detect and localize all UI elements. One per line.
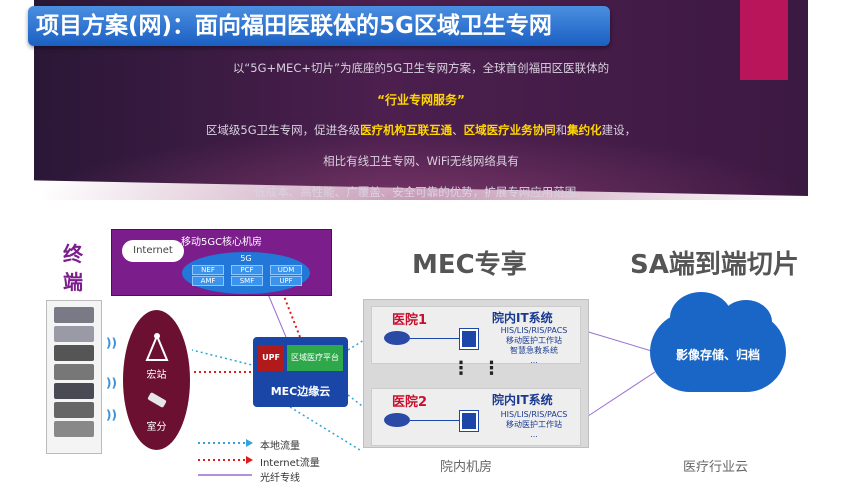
local-flow-room <box>289 406 361 451</box>
banner-line-3-part3: 和 <box>555 123 568 137</box>
system-item: HIS/LIS/RIS/PACS <box>500 410 568 419</box>
page-title: 项目方案(网)：面向福田医联体的5G区域卫生专网 <box>28 6 610 46</box>
room-label: 院内机房 <box>440 460 493 475</box>
banner-line-5: 低成本、高性能、广覆盖、安全可靠的优势，扩展专网应用范围。 <box>254 185 588 199</box>
hospital-1-it: 院内IT系统 <box>492 311 553 325</box>
cloud-text: 影像存储、归档 <box>675 348 760 362</box>
terminal-device-icon <box>54 421 94 437</box>
router-icon <box>384 413 410 427</box>
terminal-device-icon <box>54 326 94 342</box>
nf-amf: AMF <box>192 276 224 286</box>
internet-cloud: Internet <box>122 240 184 262</box>
system-item: 智慧急救系统 <box>510 346 558 355</box>
terminal-device-icon <box>54 364 94 380</box>
wireless-wave-icon: )) <box>106 376 117 390</box>
legend-fiber-label: 光纤专线 <box>260 473 300 484</box>
legend: 本地流量 Internet流量 光纤专线 <box>196 436 356 484</box>
hospital-2-systems: HIS/LIS/RIS/PACS 移动医护工作站 ... <box>488 410 580 440</box>
system-item: ... <box>530 430 538 439</box>
terminal-devices <box>46 300 102 454</box>
heading-mec: MEC专享 <box>412 250 527 280</box>
link-line <box>410 420 460 421</box>
5g-label: 5G <box>240 254 252 263</box>
banner-line-3-part2: 、 <box>452 123 464 137</box>
hospital-2: 医院2 院内IT系统 HIS/LIS/RIS/PACS 移动医护工作站 ... <box>371 388 581 446</box>
terminal-label: 终端 <box>63 242 83 294</box>
fiber-hospital-1-to-cloud <box>581 329 656 353</box>
banner-glow <box>34 130 808 200</box>
banner-line-4: 相比有线卫生专网、WiFi无线网络具有 <box>323 154 519 168</box>
fiber-hospital-2-to-cloud <box>581 371 656 421</box>
5gc-ellipse: 5G NEF PCF UDM AMF SMF UPF <box>182 252 310 294</box>
mec-edge-cloud: UPF 区域医疗平台 MEC边缘云 <box>253 337 348 407</box>
arrow-icon <box>246 456 253 464</box>
arrow-icon <box>246 439 253 447</box>
cloud-label: 医疗行业云 <box>683 460 749 475</box>
banner-highlight-interconnect: 医疗机构互联互通 <box>360 123 453 137</box>
tower-icon <box>145 333 169 361</box>
indoor-station-label: 室分 <box>146 422 167 433</box>
router-icon <box>384 331 410 345</box>
nf-smf: SMF <box>231 276 263 286</box>
hospital-1-systems: HIS/LIS/RIS/PACS 移动医护工作站 智慧急救系统 ... <box>488 326 580 366</box>
banner-line-3-part4: 建设， <box>601 123 637 137</box>
base-station: 宏站 室分 <box>123 310 190 450</box>
system-item: 移动医护工作站 <box>506 420 562 429</box>
industry-cloud <box>650 312 786 392</box>
system-item: ... <box>530 356 538 365</box>
hospital-1: 医院1 院内IT系统 HIS/LIS/RIS/PACS 移动医护工作站 智慧急救… <box>371 306 581 366</box>
macro-station-label: 宏站 <box>146 370 167 381</box>
hospital-2-name: 医院2 <box>392 395 428 410</box>
link-line <box>410 338 460 339</box>
wireless-wave-icon: )) <box>106 336 117 350</box>
hospital-2-it: 院内IT系统 <box>492 393 553 407</box>
legend-swatches <box>198 439 253 476</box>
banner-line-1: 以“5G+MEC+切片”为底座的5G卫生专网方案，全球首创福田区医联体的 <box>232 61 610 75</box>
terminal-device-icon <box>54 383 94 399</box>
fiber-to-core <box>267 293 287 338</box>
terminal-device-icon <box>54 402 94 418</box>
banner-highlight-intensive: 集约化 <box>567 123 602 137</box>
banner-highlight-collaboration: 区域医疗业务协同 <box>463 123 556 137</box>
legend-internet-label: Internet流量 <box>260 458 320 469</box>
nf-upf: UPF <box>270 276 302 286</box>
nf-udm: UDM <box>270 265 302 275</box>
terminal-device-icon <box>54 345 94 361</box>
hospital-server-room: 医院1 院内IT系统 HIS/LIS/RIS/PACS 移动医护工作站 智慧急救… <box>363 299 589 448</box>
indoor-antenna-icon <box>147 392 167 408</box>
upf-box: UPF <box>258 345 284 371</box>
hospital-1-name: 医院1 <box>392 313 428 328</box>
core-network-room: 移动5GC核心机房 Internet 5G NEF PCF UDM AMF SM… <box>111 229 332 296</box>
banner-line-3-part1: 区域级5G卫生专网，促进各级 <box>205 123 361 137</box>
heading-sa-slice: SA端到端切片 <box>630 250 799 280</box>
ellipsis-dots: ⋮ ⋮ <box>452 358 501 379</box>
regional-medical-platform: 区域医疗平台 <box>287 345 343 371</box>
wireless-wave-icon: )) <box>106 408 117 422</box>
banner-line-2: “行业专网服务” <box>377 93 465 107</box>
banner-line-3: 区域级5G卫生专网，促进各级医疗机构互联互通、区域医疗业务协同和集约化建设， <box>34 122 808 138</box>
terminal-device-icon <box>54 307 94 323</box>
server-icon <box>460 329 478 349</box>
nf-pcf: PCF <box>231 265 263 275</box>
system-item: 移动医护工作站 <box>506 336 562 345</box>
accent-block <box>740 0 788 80</box>
core-room-title: 移动5GC核心机房 <box>180 237 263 248</box>
local-flow-to-tower <box>191 349 257 367</box>
legend-local-label: 本地流量 <box>260 441 300 452</box>
system-item: HIS/LIS/RIS/PACS <box>500 326 568 335</box>
server-icon <box>460 411 478 431</box>
mec-label: MEC边缘云 <box>270 385 331 398</box>
nf-nef: NEF <box>192 265 224 275</box>
